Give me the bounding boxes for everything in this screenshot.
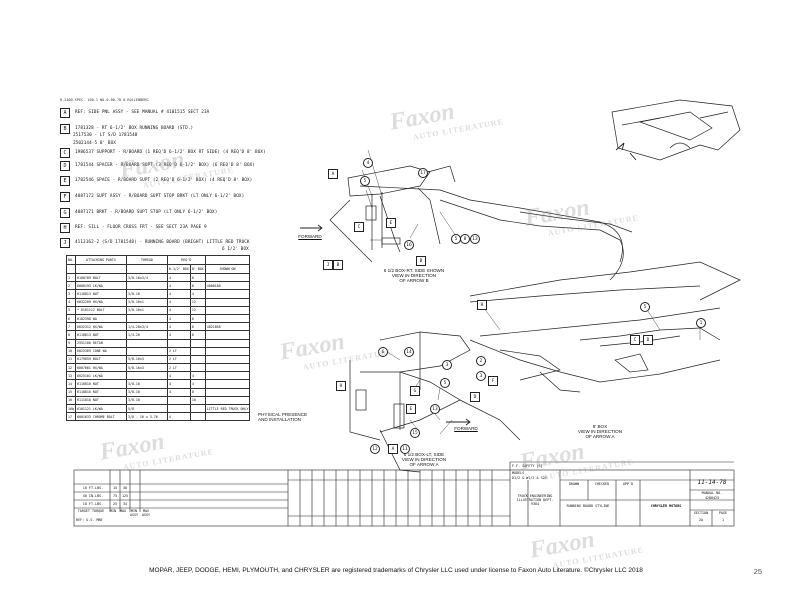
reference-item: J 4113162-2 (S/D 1781548) - RUNNING BOAR… (60, 237, 250, 248)
callout-H: H (477, 300, 487, 310)
upper-view-drawing (329, 165, 633, 281)
drawing-header: R-2400 SPEC. 100-1 NO.0-00-70 0 ROLLENBE… (60, 98, 149, 102)
callout-17: 17 (418, 168, 428, 178)
reference-item: G 4087171 BRKT - R/BOARD SUPT STOP (LT O… (60, 207, 217, 218)
table-cell: 3/8 - 16 x 3.76 (125, 412, 168, 422)
callout-J: J (323, 260, 333, 270)
callout-H2: H (336, 381, 346, 391)
callout-C-up: C (354, 222, 364, 232)
callout-3b: 3 (476, 371, 486, 381)
callout-A: A (328, 169, 338, 179)
callout-D-low: D (643, 335, 653, 345)
callout-8: 8 (460, 234, 470, 244)
callout-F: F (488, 376, 498, 386)
lower-left-view-label: 6 1/2 BOX-LT. SIDE VIEW IN DIRECTION OF … (401, 452, 447, 467)
lower-view-drawing (349, 261, 741, 473)
callout-B-up: B (416, 256, 426, 266)
truck-outline-drawing (611, 99, 741, 161)
reference-item: E 1782546 SPACE - R/BOARD SUPT (2 REQ'D … (60, 175, 252, 186)
callout-13: 13 (470, 234, 480, 244)
forward-label-upper: FORWARD (298, 234, 322, 239)
callout-5: 5 (360, 176, 370, 186)
forward-arrows (300, 142, 637, 426)
page-number: 25 (753, 567, 762, 576)
callout-E: E (386, 218, 396, 228)
lower-right-view-label: 8' BOX VIEW IN DIRECTION OF ARROW A (577, 424, 623, 439)
table-cell (189, 412, 206, 422)
callout-15: 15 (410, 428, 420, 438)
callout-B2: B (333, 260, 343, 270)
reference-item: 2502144-5 8' BOX (73, 141, 116, 146)
physical-presence-label: PHYSICAL PRESENCE AND INSTALLATION (258, 412, 308, 422)
callout-13b: 13 (430, 404, 440, 414)
callout-C-low: C (630, 335, 640, 345)
reference-item: A REF: SIDE PNL ASSY - SEE MANUAL # 4101… (60, 107, 209, 118)
attaching-parts-table: NO. ATTACHING PARTS THREAD REQ'D 6-1/2' … (66, 255, 251, 422)
table-cell (204, 412, 251, 422)
reference-item: D 1781544 SPACER - R/BOARD SUPT (3 REQ'D… (60, 160, 255, 171)
reference-item: C 1986537 SUPPORT - R/BOARD (1 REQ'D 6-1… (60, 147, 266, 158)
callout-6: 6 (378, 347, 388, 357)
callout-D2: D (470, 392, 480, 402)
trademark-footer: MOPAR, JEEP, DODGE, HEMI, PLYMOUTH, and … (149, 567, 643, 574)
title-block-frame (73, 461, 735, 527)
callout-3: 3 (442, 360, 452, 370)
reference-item: B 1781328 - RT 6-1/2' BOX RUNNING BOARD … (60, 123, 193, 134)
upper-view-label: 6 1/2 BOX-RT. SIDE SHOWN VIEW IN DIRECTI… (383, 268, 445, 283)
callout-5c: 5 (640, 302, 650, 312)
callout-2: 2 (476, 356, 486, 366)
reference-item: F 4087172 SUPT ASSY - R/BOARD SUPT STOP … (60, 191, 244, 202)
forward-label-lower: FORWARD (454, 426, 478, 431)
callout-5d: 5 (440, 378, 450, 388)
callout-12: 12 (370, 444, 380, 454)
reference-item: 6 1/2' BOX (222, 247, 249, 252)
callout-14: 14 (404, 347, 414, 357)
callout-4: 4 (363, 158, 373, 168)
reference-item: H REF: SILL - FLOOR CROSS FRT - SEE SECT… (60, 222, 207, 233)
callout-E2: E (406, 404, 416, 414)
callout-G: G (410, 386, 420, 396)
callout-A2: A (388, 444, 398, 454)
callout-16: 16 (404, 240, 414, 250)
reference-item: 2517530 - LT S/D 1781548 (73, 133, 138, 138)
callout-11: 11 (400, 444, 410, 454)
callout-1: 1 (696, 318, 706, 328)
